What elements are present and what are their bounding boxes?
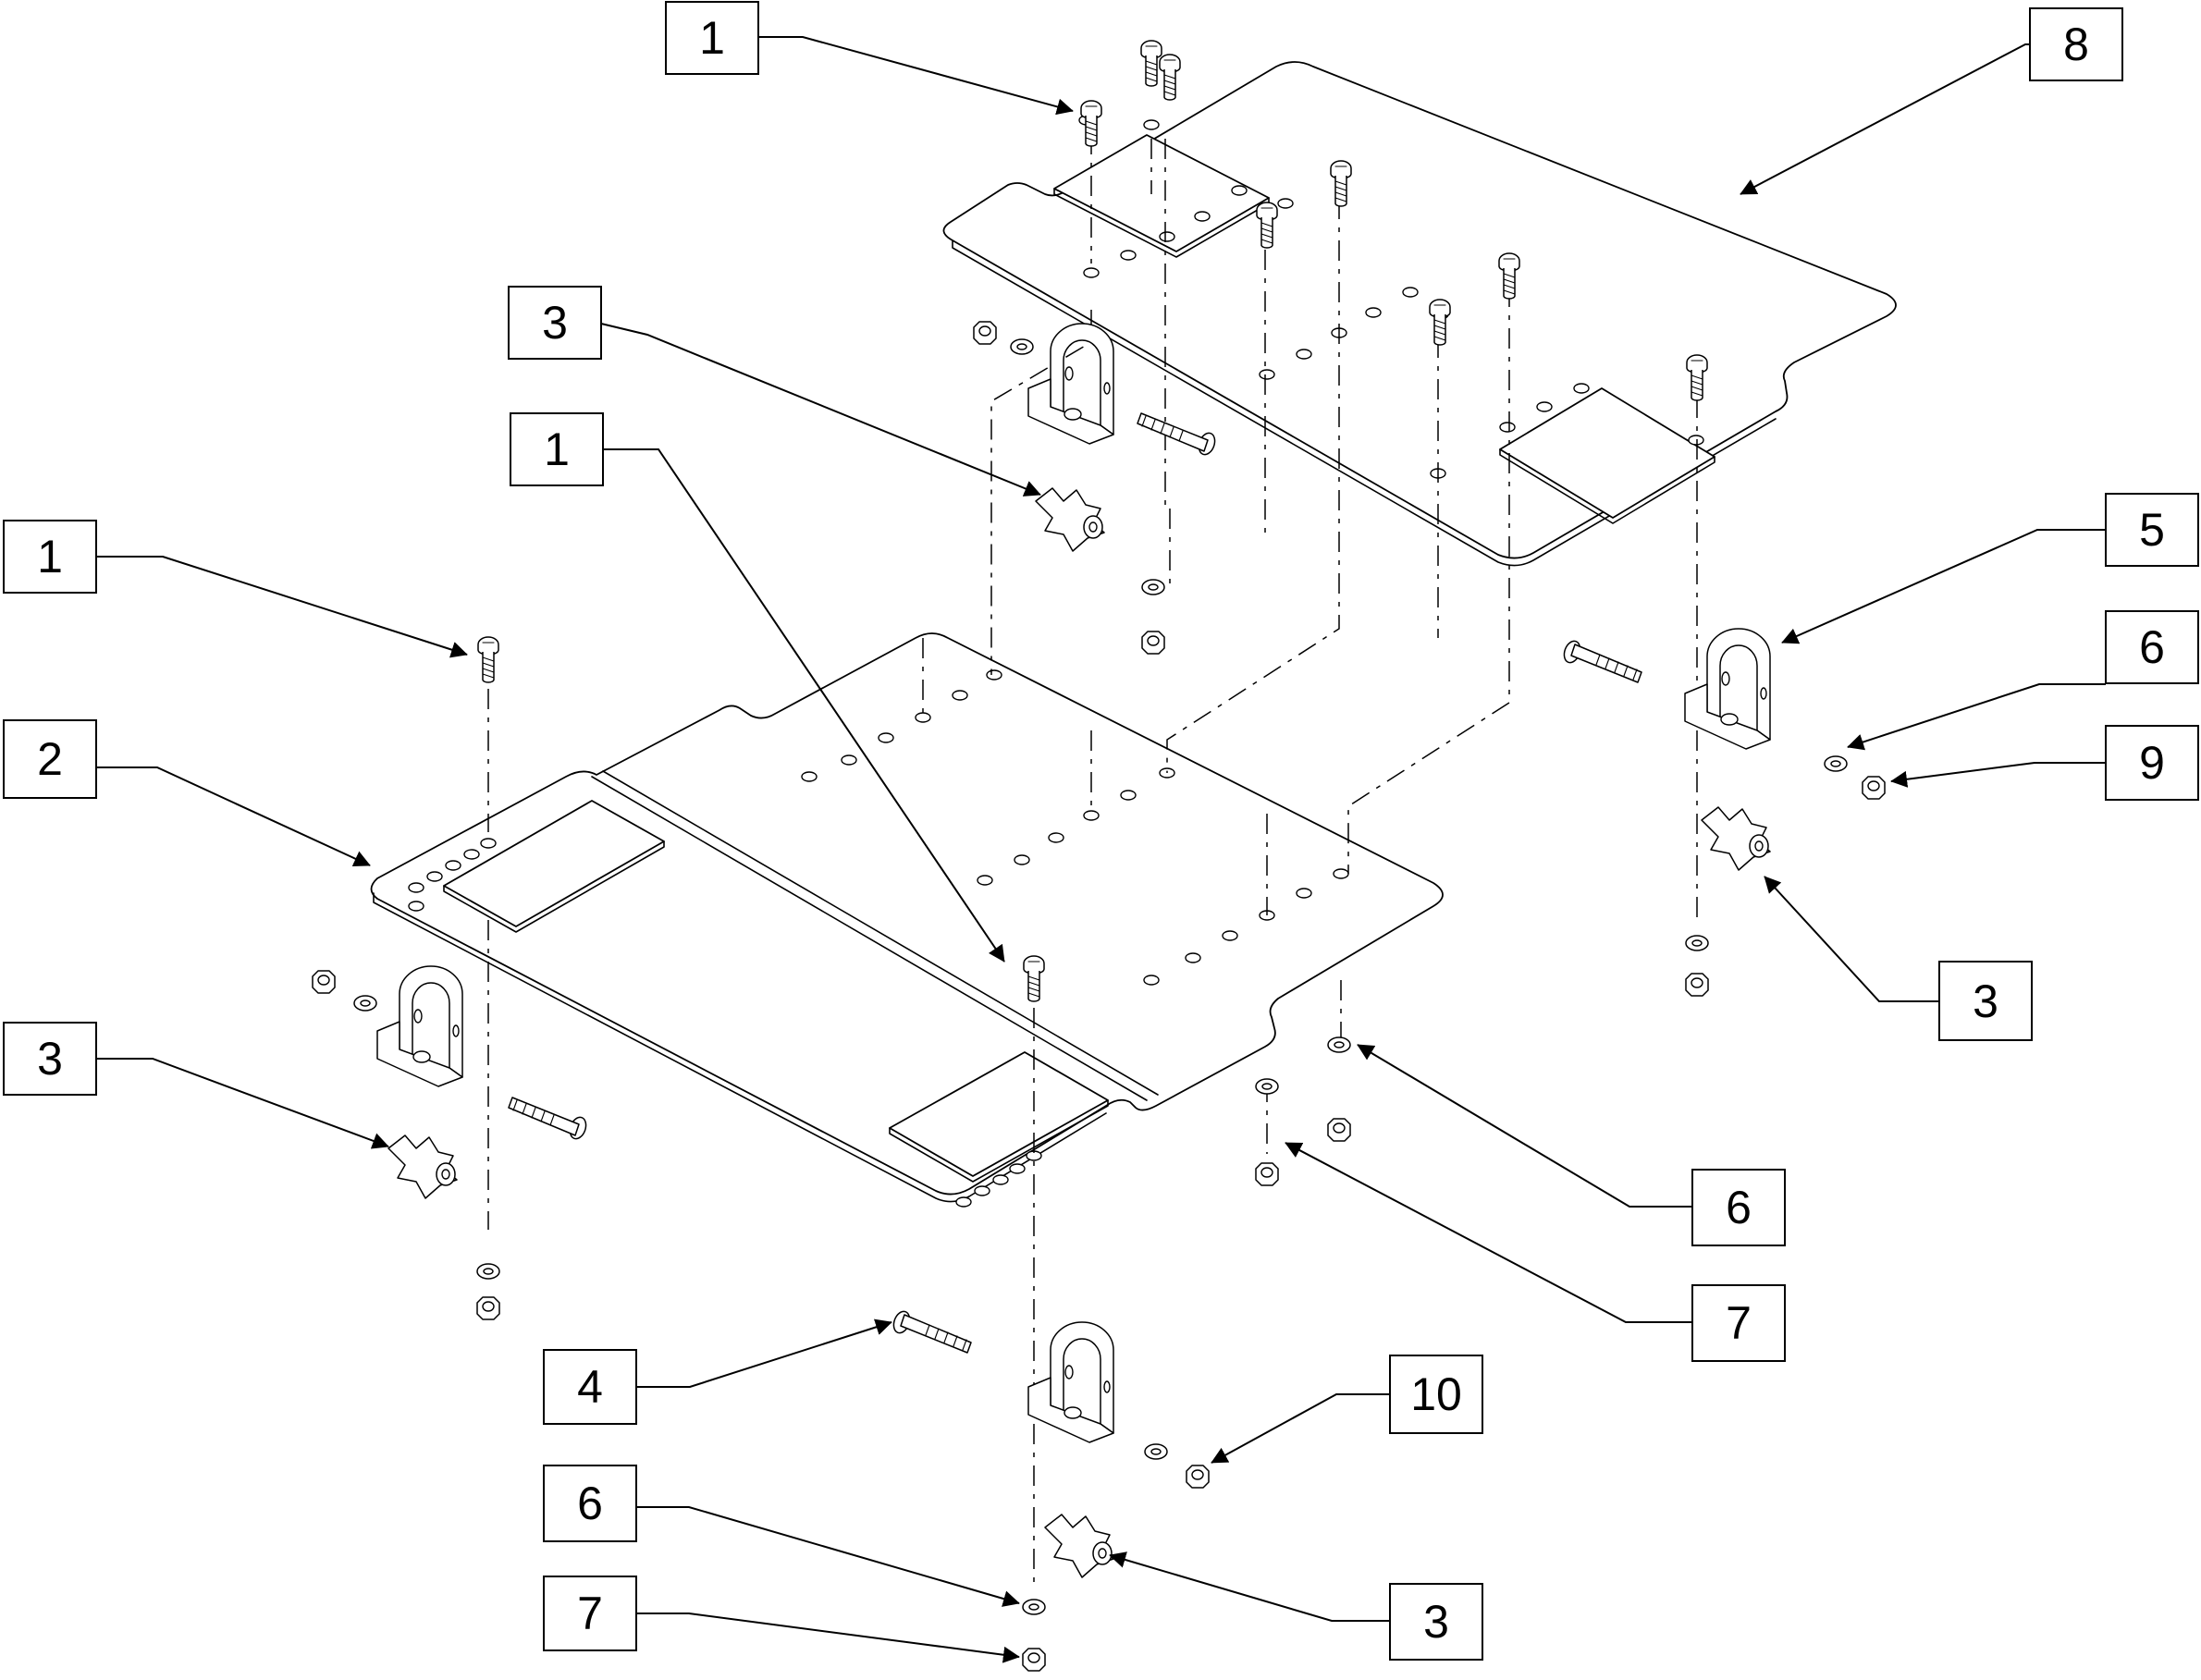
callout-label: 6 (2139, 621, 2165, 673)
callout-label: 10 (1410, 1368, 1462, 1420)
callout-label: 3 (1423, 1596, 1449, 1648)
callout-label: 7 (1726, 1297, 1752, 1349)
callout-label: 1 (699, 12, 725, 64)
callout-1-left: 1 (3, 520, 97, 594)
callout-3-left: 3 (3, 1022, 97, 1096)
callout-1-mid: 1 (510, 412, 604, 486)
assembly-centerlines (487, 134, 1698, 1588)
callout-5: 5 (2105, 493, 2199, 567)
callout-label: 6 (1726, 1182, 1752, 1233)
top-plate (942, 61, 1897, 567)
callout-8: 8 (2029, 7, 2123, 81)
callout-label: 7 (577, 1588, 603, 1639)
callout-label: 1 (544, 423, 570, 475)
callout-label: 5 (2139, 504, 2165, 556)
callout-3-top: 3 (508, 286, 602, 360)
callout-6-mid: 6 (1691, 1169, 1786, 1246)
callout-3-bottom: 3 (1389, 1583, 1483, 1661)
callout-label: 3 (1973, 975, 1998, 1027)
callout-label: 1 (37, 531, 63, 582)
callout-label: 6 (577, 1478, 603, 1529)
callout-6-right: 6 (2105, 610, 2199, 684)
callout-7-mid: 7 (1691, 1284, 1786, 1362)
callout-10: 10 (1389, 1355, 1483, 1434)
callout-7-bottom: 7 (543, 1576, 637, 1651)
callout-1-top: 1 (665, 1, 759, 75)
leader-lines (96, 36, 2106, 1663)
callout-label: 8 (2063, 18, 2089, 70)
callout-label: 9 (2139, 737, 2165, 789)
callout-9: 9 (2105, 725, 2199, 801)
callout-6-bottom: 6 (543, 1465, 637, 1542)
callout-4: 4 (543, 1349, 637, 1425)
callout-label: 3 (542, 297, 568, 349)
lower-plate-holes (408, 669, 1349, 1208)
callout-label: 4 (577, 1361, 603, 1413)
callout-label: 2 (37, 733, 63, 785)
callout-2: 2 (3, 719, 97, 799)
callout-3-right: 3 (1938, 961, 2033, 1041)
callout-label: 3 (37, 1033, 63, 1085)
